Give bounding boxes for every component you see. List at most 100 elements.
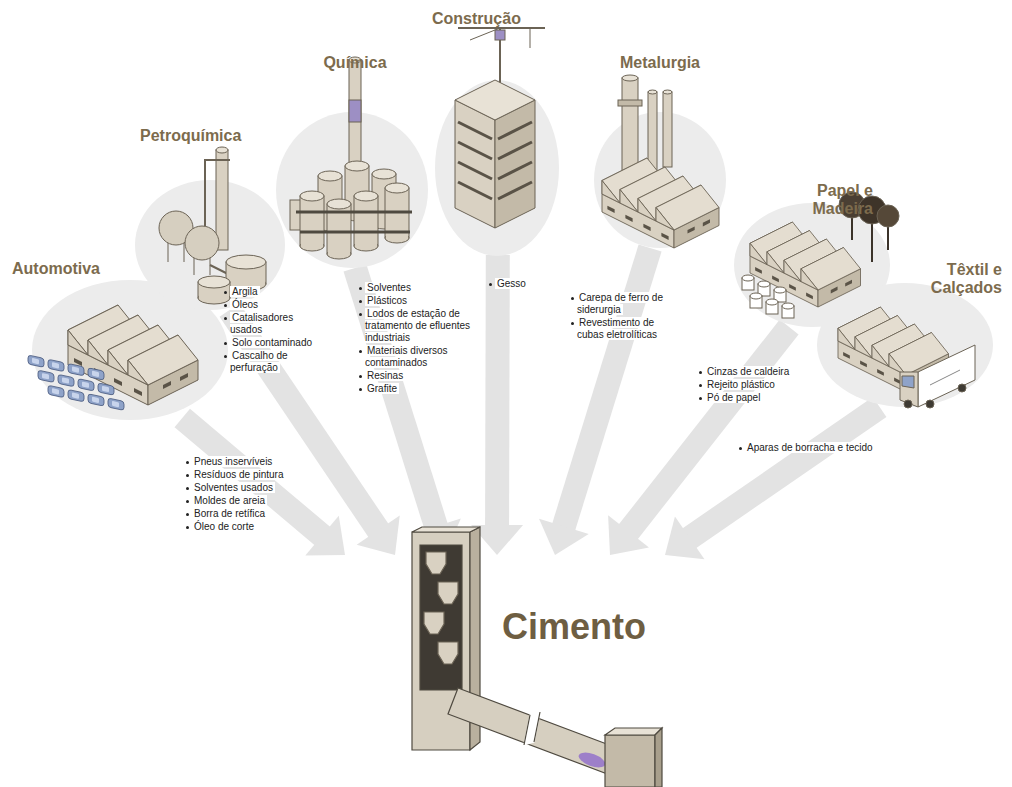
waste-label: Moldes de areia xyxy=(192,495,267,506)
steel-plant xyxy=(602,75,719,248)
industry-node: Construção xyxy=(425,3,555,255)
waste-item: Aparas de borracha e tecido xyxy=(745,442,915,454)
industry-title: Construção xyxy=(432,10,548,28)
waste-item: Catalisadores usados xyxy=(230,312,330,336)
waste-label: Carepa de ferro de siderurgia xyxy=(577,292,663,315)
flow-arrow xyxy=(665,407,880,559)
chemical-plant xyxy=(290,57,412,259)
waste-label: Grafite xyxy=(365,383,399,394)
arrow-head xyxy=(608,515,649,555)
industry-node: Metalurgia xyxy=(598,50,722,248)
waste-label: Cinzas de caldeira xyxy=(705,366,791,377)
industry-title: Química xyxy=(284,54,426,72)
waste-item: Plásticos xyxy=(365,295,473,307)
industry-title: Metalurgia xyxy=(602,54,718,72)
waste-label: Argila xyxy=(230,286,260,297)
bullet-dot xyxy=(359,388,362,391)
arrow-shaft xyxy=(627,327,789,533)
waste-item: Argila xyxy=(230,286,330,298)
bullet-dot xyxy=(186,461,189,464)
textile-factory xyxy=(838,307,975,408)
waste-item: Solventes usados xyxy=(192,482,322,494)
waste-label: Aparas de borracha e tecido xyxy=(745,442,875,453)
waste-item: Lodos de estação de tratamento de efluen… xyxy=(365,308,473,344)
waste-label: Solo contaminado xyxy=(230,337,314,348)
bullet-dot xyxy=(224,342,227,345)
industry-node: Automotiva xyxy=(8,256,213,418)
bullet-dot xyxy=(489,283,492,286)
waste-label: Plásticos xyxy=(365,295,409,306)
waste-item: Revestimento de cubas eletrolíticas xyxy=(577,317,677,341)
bullet-dot xyxy=(359,350,362,353)
refinery xyxy=(159,147,266,304)
waste-item: Grafite xyxy=(365,383,473,395)
bullet-dot xyxy=(186,487,189,490)
bullet-dot xyxy=(224,291,227,294)
bullet-dot xyxy=(186,474,189,477)
arrow-shaft xyxy=(688,407,880,539)
industry-title: Papel e Madeira xyxy=(793,182,873,218)
waste-item: Resíduos de pintura xyxy=(192,469,322,481)
bullet-dot xyxy=(739,447,742,450)
waste-label: Lodos de estação de tratamento de efluen… xyxy=(365,308,470,343)
waste-item: Solventes xyxy=(365,282,473,294)
industry-node: Papel e Madeira xyxy=(738,162,893,327)
waste-label: Gesso xyxy=(495,278,528,289)
waste-label: Revestimento de cubas eletrolíticas xyxy=(577,317,659,340)
waste-item: Moldes de areia xyxy=(192,495,322,507)
waste-item: Gesso xyxy=(495,278,545,290)
waste-label: Borra de retífica xyxy=(192,508,267,519)
bullet-dot xyxy=(224,355,227,358)
product-node: Cimento xyxy=(330,555,700,780)
waste-label: Materiais diversos contaminados xyxy=(365,345,448,368)
waste-item: Solo contaminado xyxy=(230,337,330,349)
waste-item: Óleo de corte xyxy=(192,521,322,533)
waste-item: Carepa de ferro de siderurgia xyxy=(577,292,677,316)
waste-item: Rejeito plástico xyxy=(705,379,815,391)
waste-label: Catalisadores usados xyxy=(230,312,293,335)
waste-label: Resíduos de pintura xyxy=(192,469,286,480)
waste-label: Rejeito plástico xyxy=(705,379,777,390)
arrow-shaft xyxy=(485,255,510,527)
waste-item: Cascalho de perfuração xyxy=(230,350,330,374)
flow-arrow xyxy=(471,255,523,555)
arrow-head xyxy=(357,516,400,555)
arrow-shaft xyxy=(563,248,650,528)
bullet-dot xyxy=(186,500,189,503)
bullet-dot xyxy=(224,304,227,307)
industry-node: Química xyxy=(280,50,430,268)
industry-node: Petroquímica xyxy=(135,122,285,310)
waste-label: Pneus inservíveis xyxy=(192,456,274,467)
waste-label: Resinas xyxy=(365,370,405,381)
waste-item: Materiais diversos contaminados xyxy=(365,345,473,369)
waste-label: Óleo de corte xyxy=(192,521,256,532)
arrow-head xyxy=(665,517,704,560)
industry-title: Têxtil e Calçados xyxy=(916,261,1002,297)
bullet-dot xyxy=(359,300,362,303)
product-title: Cimento xyxy=(502,607,646,647)
waste-item: Borra de retífica xyxy=(192,508,322,520)
arrow-head xyxy=(539,519,589,555)
bullet-dot xyxy=(699,384,702,387)
bullet-dot xyxy=(224,317,227,320)
bullet-dot xyxy=(699,371,702,374)
waste-item: Pneus inservíveis xyxy=(192,456,322,468)
industry-title: Automotiva xyxy=(12,260,209,278)
bullet-dot xyxy=(359,287,362,290)
industry-title: Petroquímica xyxy=(140,127,280,145)
waste-label: Óleos xyxy=(230,299,260,310)
industry-node: Têxtil e Calçados xyxy=(828,257,1006,407)
waste-item: Cinzas de caldeira xyxy=(705,366,815,378)
bullet-dot xyxy=(699,397,702,400)
building xyxy=(455,28,545,228)
arrow-head xyxy=(305,516,345,556)
bullet-dot xyxy=(186,513,189,516)
cement-kiln xyxy=(412,527,662,787)
bullet-dot xyxy=(359,313,362,316)
bullet-dot xyxy=(186,526,189,529)
waste-item: Pó de papel xyxy=(705,392,815,404)
waste-label: Cascalho de perfuração xyxy=(230,350,288,373)
car-factory xyxy=(28,305,198,410)
